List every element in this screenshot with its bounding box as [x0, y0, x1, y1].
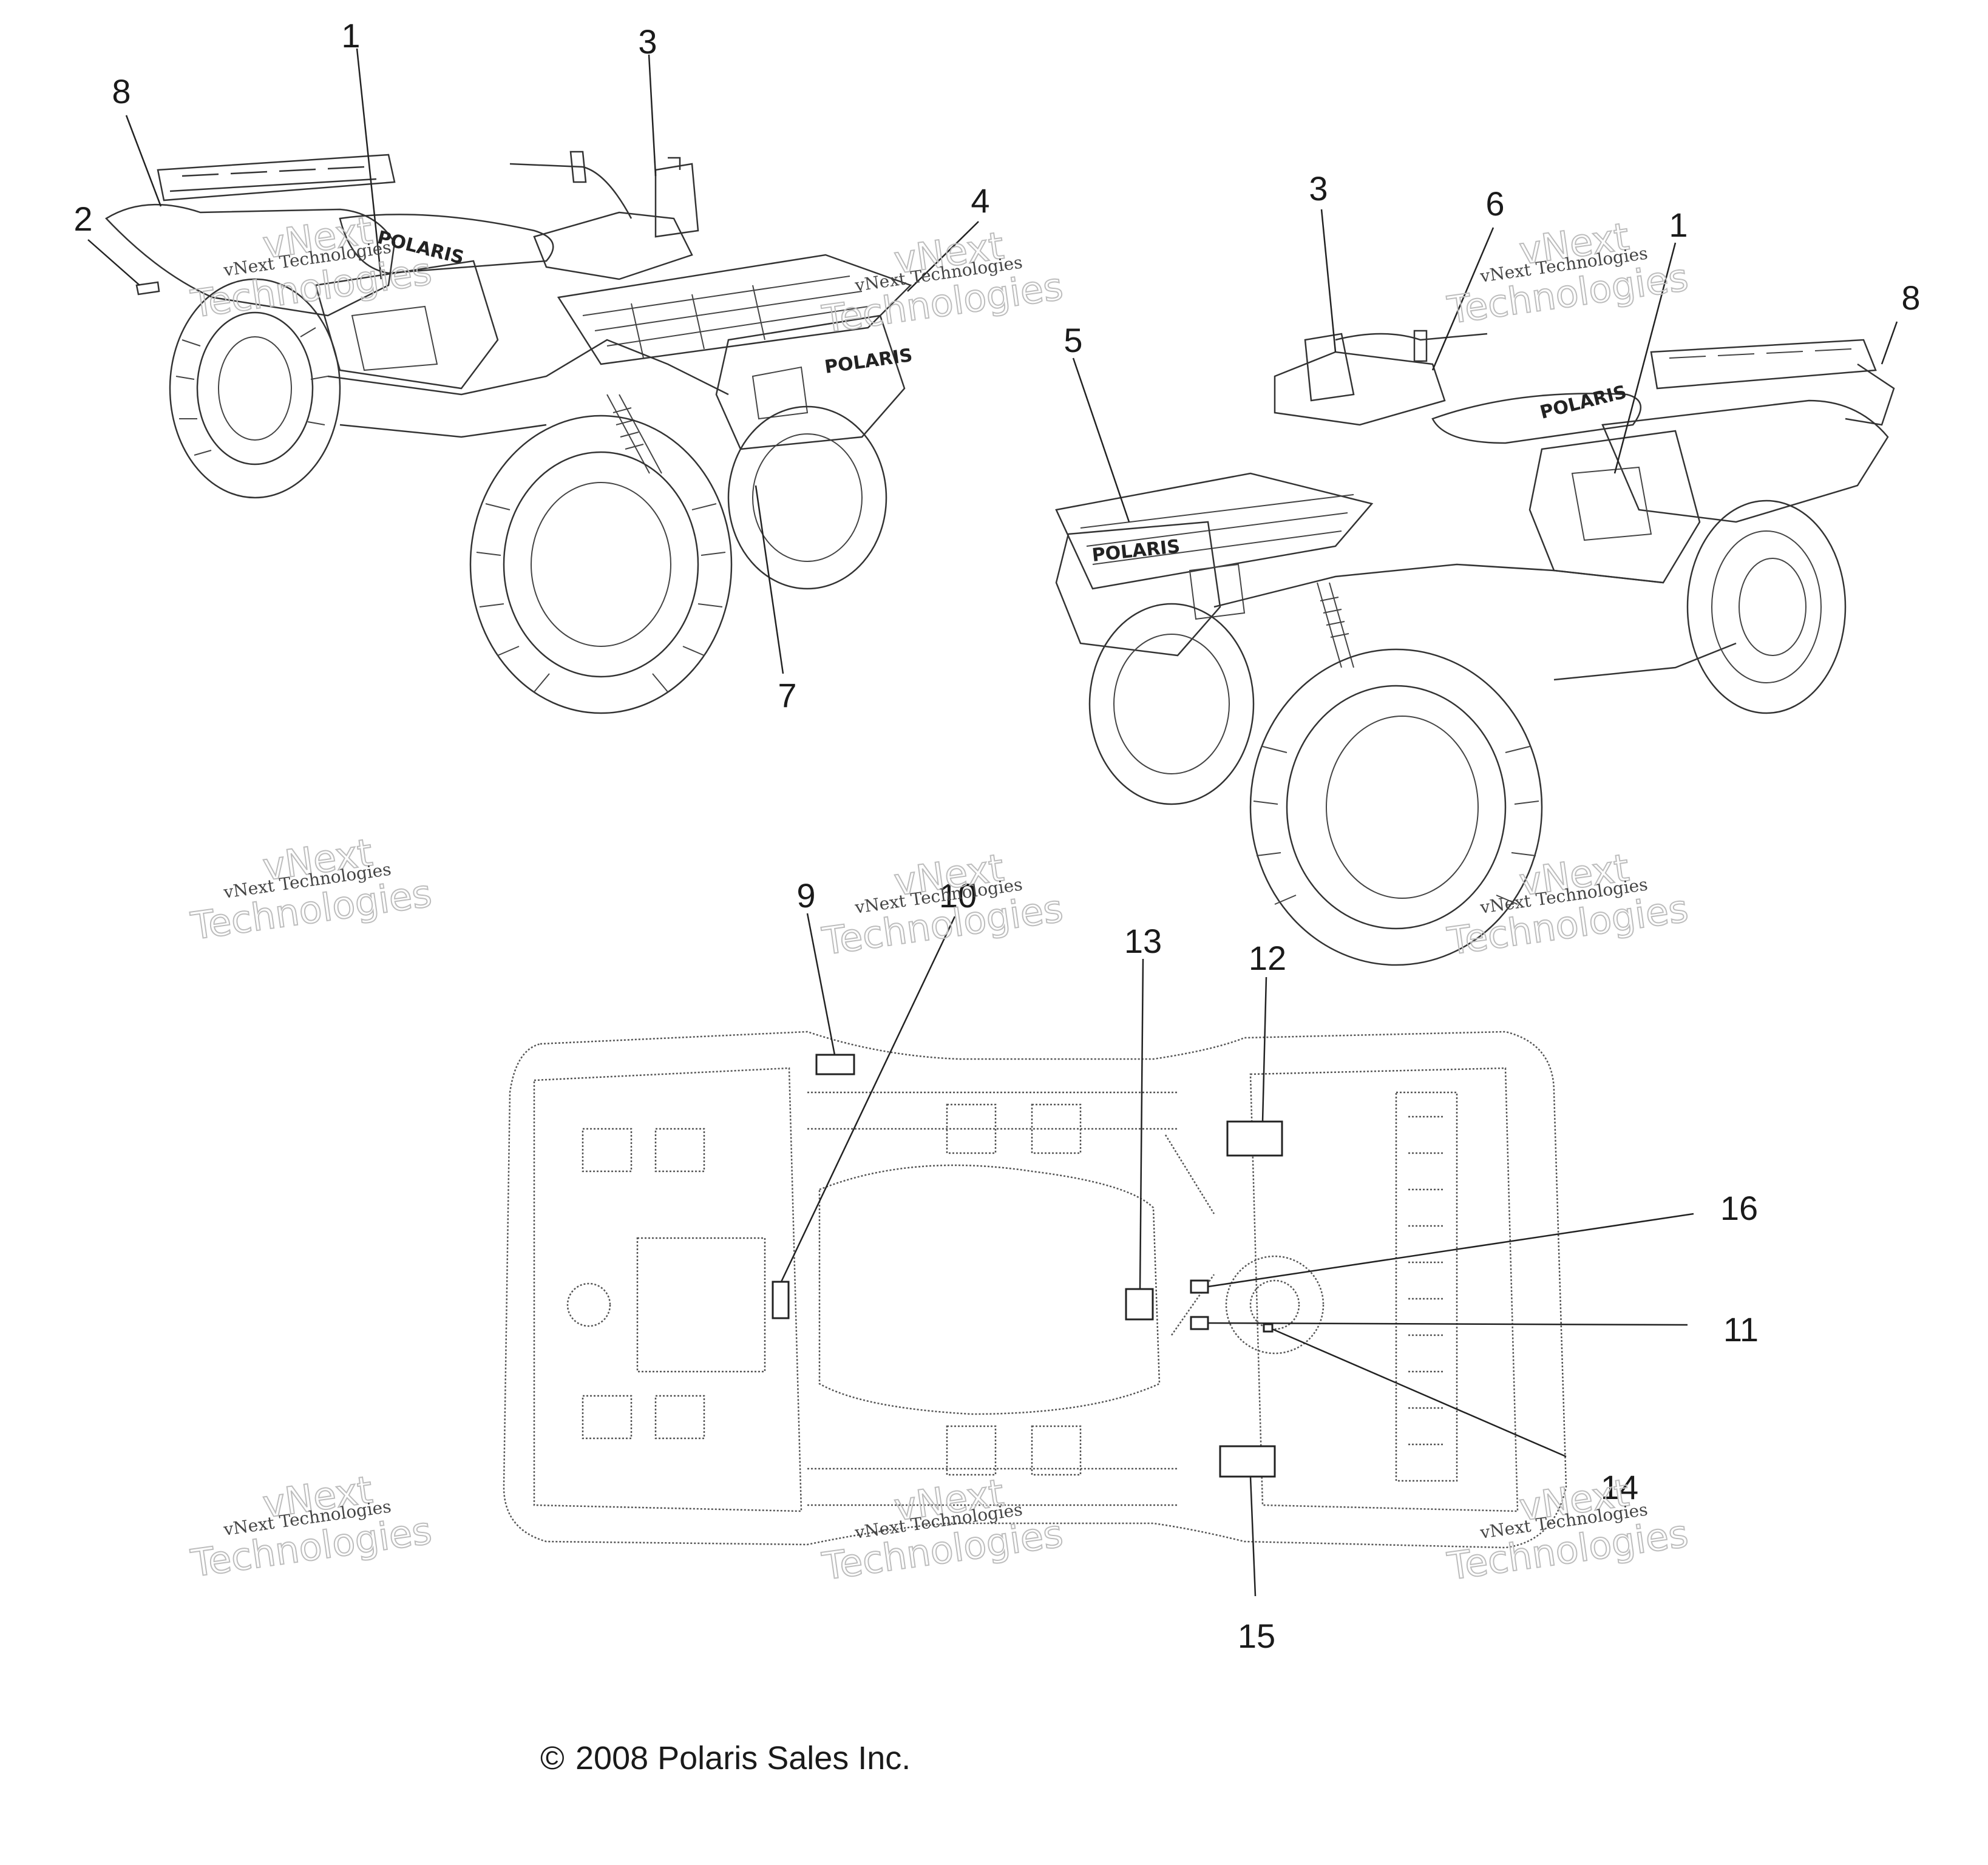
callout-3-left: 3 [638, 22, 657, 61]
brand-decal-right: POLARIS [1538, 382, 1629, 424]
callout-10: 10 [939, 876, 977, 915]
decal-10-box [772, 1281, 790, 1319]
decal-12-box [1226, 1120, 1283, 1157]
copyright-symbol: © [540, 1740, 565, 1776]
decal-2-shape [135, 281, 160, 296]
decal-14-box [1263, 1323, 1274, 1333]
callout-6: 6 [1485, 184, 1504, 223]
callout-1-left: 1 [341, 16, 360, 55]
callout-5: 5 [1064, 321, 1082, 359]
callout-11: 11 [1723, 1310, 1759, 1349]
front-wheel-right [1249, 648, 1543, 966]
leader-lines [87, 48, 1898, 1597]
callout-15: 15 [1238, 1617, 1275, 1655]
callout-3-right: 3 [1309, 169, 1328, 208]
callout-7: 7 [778, 676, 796, 714]
callout-9: 9 [796, 876, 815, 915]
callout-16: 16 [1720, 1189, 1758, 1227]
front-far-wheel-right [1088, 603, 1255, 805]
copyright-text: 2008 Polaris Sales Inc. [575, 1740, 911, 1776]
callout-4: 4 [971, 181, 989, 220]
callout-14: 14 [1601, 1468, 1638, 1506]
callout-8-right: 8 [1901, 279, 1920, 317]
atv-left-illustration: POLARIS POLARIS [105, 151, 914, 714]
callout-1-right: 1 [1669, 206, 1688, 244]
decal-15-box [1219, 1445, 1276, 1478]
copyright-line: © 2008 Polaris Sales Inc. [540, 1740, 911, 1776]
decal-11-box [1190, 1316, 1209, 1330]
brand-decal-front-right: POLARIS [1091, 536, 1181, 566]
callout-8-left: 8 [112, 72, 131, 110]
atv-underside-illustration [503, 1031, 1567, 1549]
callout-12: 12 [1249, 939, 1286, 977]
brand-decal-front-left: POLARIS [823, 345, 914, 378]
front-far-wheel-left [727, 405, 887, 590]
callout-13: 13 [1124, 922, 1162, 960]
rear-wheel-right [1686, 499, 1847, 714]
rear-wheel-left [169, 278, 341, 499]
decal-13-box [1125, 1288, 1154, 1321]
callout-2: 2 [73, 200, 92, 238]
front-wheel-left [469, 415, 733, 714]
decal-16-box [1190, 1279, 1209, 1294]
atv-right-illustration: POLARIS POLARIS [1055, 330, 1895, 966]
callout-numbers: 1 3 8 2 4 7 3 6 1 8 5 9 10 13 12 16 11 1… [73, 16, 1920, 1655]
decal-9-box [815, 1054, 855, 1075]
